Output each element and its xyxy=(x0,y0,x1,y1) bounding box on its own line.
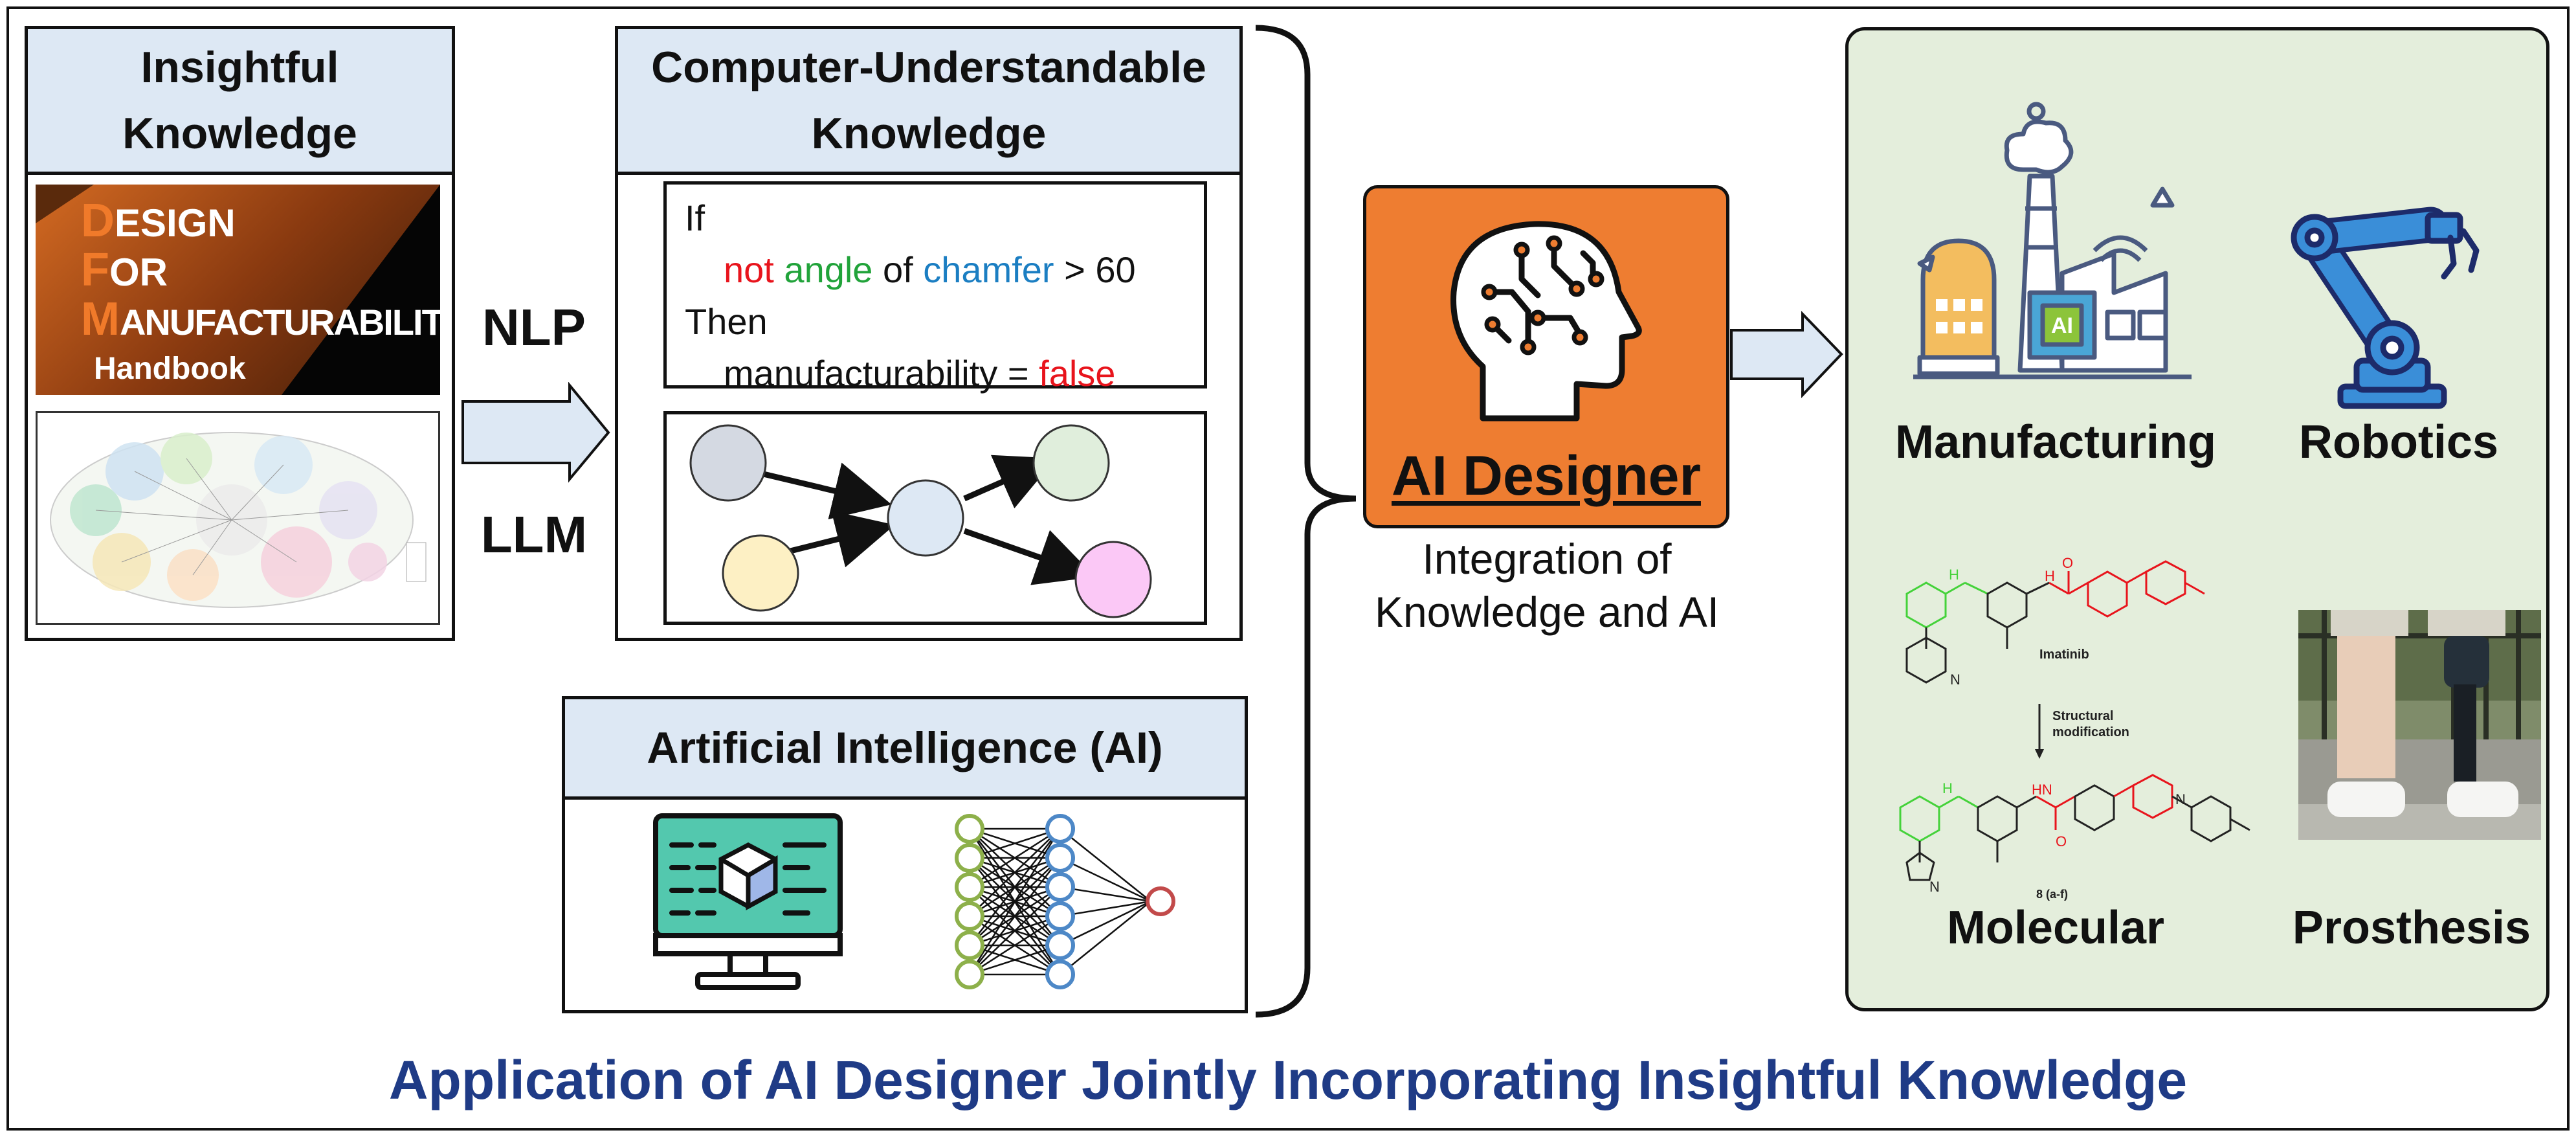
insightful-title-line2: Knowledge xyxy=(122,109,357,158)
nlp-llm-arrow xyxy=(461,382,610,483)
book-cover-diagonal xyxy=(36,185,440,395)
rule-not: not xyxy=(724,249,774,290)
svg-text:H: H xyxy=(2045,568,2055,584)
graph-edge xyxy=(963,528,1095,585)
svg-text:N: N xyxy=(1929,879,1940,895)
graph-edge xyxy=(743,462,892,520)
book-d-rest: ESIGN xyxy=(115,201,236,245)
figure-frame xyxy=(6,6,2570,1131)
curly-brace xyxy=(1255,25,1357,1018)
svg-text:N: N xyxy=(2175,791,2186,807)
designer-to-applications-arrow xyxy=(1730,311,1843,398)
robotics-label: Robotics xyxy=(2298,416,2498,468)
svg-text:O: O xyxy=(2062,555,2073,571)
factory-chip-label: AI xyxy=(2051,313,2073,338)
computer-knowledge-panel: Computer-Understandable Knowledge If not… xyxy=(615,26,1243,641)
ai-designer-caption-line1: Integration of xyxy=(1422,535,1672,583)
derivative-label: 8 (a-f) xyxy=(2036,888,2068,901)
brain-head-icon xyxy=(1450,221,1642,422)
insightful-knowledge-panel: Insightful Knowledge DESIGN FOR MANUFACT… xyxy=(25,26,455,641)
molecular-label: Molecular xyxy=(1946,902,2165,954)
applications-panel: AI Manufacturing Robotics xyxy=(1845,27,2549,1011)
svg-text:H: H xyxy=(1949,567,1959,583)
svg-text:N: N xyxy=(1950,671,1960,688)
book-m-letter: M xyxy=(81,293,120,345)
knowledge-graph-diagram xyxy=(689,424,1152,618)
svg-text:H: H xyxy=(1942,780,1953,796)
rule-result-line: manufacturability = false xyxy=(685,348,1186,400)
ai-panel-header: Artificial Intelligence (AI) xyxy=(565,699,1245,800)
book-d-letter: D xyxy=(81,195,115,247)
rule-angle: angle xyxy=(784,249,873,290)
ai-designer-box: AI Designer xyxy=(1363,185,1729,528)
ai-panel-title: Artificial Intelligence (AI) xyxy=(647,723,1163,772)
computer-knowledge-header: Computer-Understandable Knowledge xyxy=(618,29,1239,175)
manufacturing-label: Manufacturing xyxy=(1895,416,2216,468)
factory-icon: AI xyxy=(1913,102,2192,379)
graph-node xyxy=(887,479,964,557)
graph-node xyxy=(1074,541,1152,618)
knowledge-graph-image xyxy=(36,411,440,625)
figure-title: Application of AI Designer Jointly Incor… xyxy=(388,1050,2188,1110)
nlp-label: NLP xyxy=(482,298,586,356)
prosthesis-photo xyxy=(2298,610,2541,840)
rule-then: Then xyxy=(685,301,768,342)
insightful-knowledge-header: Insightful Knowledge xyxy=(28,29,452,175)
neural-network-icon xyxy=(955,814,1175,989)
knowledge-graph-ellipse xyxy=(50,432,427,608)
ai-designer-caption-line2: Knowledge and AI xyxy=(1374,588,1720,636)
book-f-letter: F xyxy=(81,244,109,296)
svg-text:HN: HN xyxy=(2032,782,2052,798)
llm-label: LLM xyxy=(480,506,588,563)
robot-arm-icon xyxy=(2291,207,2480,409)
modification-arrowhead xyxy=(2035,749,2044,759)
computer-knowledge-title-line1: Computer-Understandable xyxy=(651,43,1206,92)
ai-designer-title: AI Designer xyxy=(1392,445,1701,507)
prosthesis-label: Prosthesis xyxy=(2292,902,2531,954)
graph-node xyxy=(1032,424,1110,502)
molecular-structures-image: H H O N Imatinib Structural modification xyxy=(1899,555,2250,901)
graph-edge xyxy=(963,455,1056,509)
graph-node xyxy=(689,424,767,502)
rule-chamfer: chamfer xyxy=(923,249,1054,290)
dfm-handbook-cover: DESIGN FOR MANUFACTURABILITY Handbook xyxy=(36,185,440,395)
rule-if: If xyxy=(685,197,705,238)
book-m-rest: ANUFACTURABILITY xyxy=(119,302,440,343)
rule-of: of xyxy=(883,249,913,290)
rule-false: false xyxy=(1039,353,1116,394)
computer-3d-icon xyxy=(653,813,843,990)
insightful-title-line1: Insightful xyxy=(140,43,339,92)
computer-knowledge-title-line2: Knowledge xyxy=(811,109,1047,158)
rule-result: manufacturability = xyxy=(724,353,1029,394)
ai-designer-caption: Integration of Knowledge and AI xyxy=(1314,532,1780,638)
rule-box: If not angle of chamfer > 60 Then manufa… xyxy=(663,181,1207,394)
modification-line1: Structural xyxy=(2052,709,2113,723)
graph-box xyxy=(663,411,1207,625)
svg-text:O: O xyxy=(2056,833,2067,850)
book-subtitle: Handbook xyxy=(94,352,246,386)
graph-node xyxy=(722,534,799,612)
rule-condition: not angle of chamfer > 60 xyxy=(685,244,1186,296)
rule-gt: > 60 xyxy=(1064,249,1136,290)
imatinib-label: Imatinib xyxy=(2039,647,2089,662)
modification-line2: modification xyxy=(2052,725,2129,739)
book-f-rest: OR xyxy=(109,251,168,294)
ai-panel: Artificial Intelligence (AI) xyxy=(562,696,1248,1013)
